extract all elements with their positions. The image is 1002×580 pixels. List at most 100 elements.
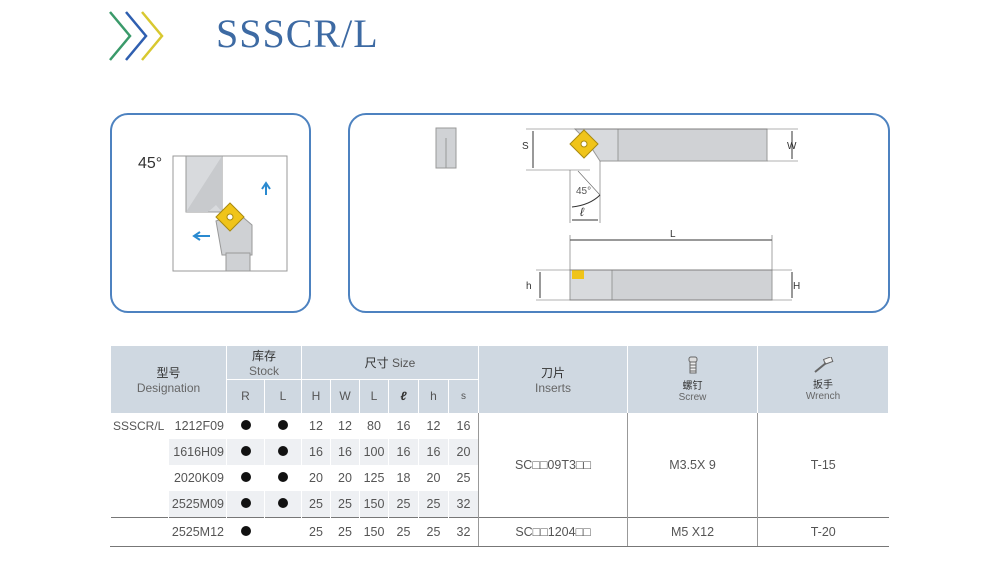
col-l-small: ℓ [388, 378, 419, 413]
dimension-diagram-panel: S W 45° ℓ L h H [348, 113, 890, 313]
wrench-cell: T-20 [757, 517, 889, 547]
size-value: 150 [359, 491, 389, 518]
size-value: 20 [448, 439, 479, 465]
in-stock-dot-icon [240, 498, 251, 508]
col-s: s [448, 378, 479, 413]
inserts-header: 刀片 Inserts [478, 346, 628, 413]
size-value: 20 [301, 465, 331, 491]
stock-r-cell [226, 465, 265, 491]
svg-text:S: S [522, 141, 529, 152]
col-H: H [301, 378, 331, 413]
specification-table: 型号 Designation 库存 Stock 尺寸 Size 刀片 Inser… [110, 346, 889, 547]
stock-l-cell [264, 517, 302, 547]
model-code: 2525M09 [168, 491, 227, 518]
application-diagram [172, 155, 288, 272]
empty-cell [110, 439, 169, 465]
stock-l-cell [264, 439, 302, 465]
angle-label: 45° [138, 155, 163, 172]
col-h: h [418, 378, 449, 413]
page-title: SSSCR/L [216, 11, 379, 56]
screw-cell: M5 X12 [627, 517, 758, 547]
size-value: 16 [418, 439, 449, 465]
size-value: 32 [448, 491, 479, 518]
size-value: 25 [330, 517, 360, 547]
feed-arrow-left-icon [192, 231, 210, 241]
screw-cn: 螺钉 [682, 381, 703, 392]
designation-en: Designation [136, 381, 201, 395]
size-value: 32 [448, 517, 479, 547]
stock-l-cell [264, 465, 302, 491]
size-value: 100 [359, 439, 389, 465]
size-value: 25 [301, 517, 331, 547]
insert-cell: SC□□1204□□ [478, 517, 628, 547]
size-value: 20 [330, 465, 360, 491]
size-cn: 尺寸 [364, 355, 389, 370]
svg-text:45°: 45° [576, 186, 591, 197]
in-stock-dot-icon [240, 420, 251, 430]
wrench-icon [814, 356, 834, 373]
size-value: 16 [448, 413, 479, 439]
in-stock-dot-icon [240, 526, 251, 536]
size-value: 125 [359, 465, 389, 491]
col-W: W [330, 378, 360, 413]
in-stock-dot-icon [278, 446, 288, 456]
size-value: 12 [330, 413, 360, 439]
size-value: 16 [388, 413, 419, 439]
in-stock-dot-icon [240, 446, 251, 456]
screw-header: 螺钉 Screw [627, 346, 758, 413]
model-code: 1616H09 [168, 439, 227, 465]
svg-text:ℓ: ℓ [580, 205, 585, 219]
in-stock-dot-icon [278, 420, 288, 430]
feed-arrow-up-icon [261, 181, 271, 195]
size-header: 尺寸 Size [301, 346, 479, 379]
svg-text:L: L [670, 229, 676, 240]
stock-en: Stock [248, 363, 279, 378]
size-value: 18 [388, 465, 419, 491]
col-L: L [359, 378, 389, 413]
in-stock-dot-icon [278, 472, 288, 482]
size-value: 25 [418, 517, 449, 547]
size-value: 16 [330, 439, 360, 465]
stock-cn: 库存 [251, 348, 276, 363]
inserts-en: Inserts [534, 381, 571, 395]
screw-icon [688, 356, 697, 374]
col-r: R [226, 378, 265, 413]
svg-text:h: h [526, 281, 532, 292]
stock-r-cell [226, 517, 265, 547]
model-code: 2020K09 [168, 465, 227, 491]
application-diagram-panel: 45° [110, 113, 311, 313]
size-value: 16 [388, 439, 419, 465]
empty-cell [110, 491, 169, 518]
size-value: 25 [418, 491, 449, 518]
size-value: 12 [418, 413, 449, 439]
stock-r-cell [226, 491, 265, 518]
stock-r-cell [226, 413, 265, 439]
size-value: 25 [301, 491, 331, 518]
in-stock-dot-icon [278, 498, 288, 508]
in-stock-dot-icon [240, 472, 251, 482]
wrench-cn: 扳手 [813, 380, 833, 391]
svg-text:W: W [787, 141, 797, 152]
size-value: 80 [359, 413, 389, 439]
model-code: 2525M12 [168, 517, 227, 547]
wrench-cell: T-15 [757, 413, 889, 518]
model-prefix: SSSCR/L [110, 413, 169, 439]
designation-cn: 型号 [156, 366, 181, 380]
screw-en: Screw [678, 392, 707, 403]
stock-header: 库存 Stock [226, 346, 302, 379]
insert-cell: SC□□09T3□□ [478, 413, 628, 518]
svg-text:H: H [793, 281, 800, 292]
size-value: 16 [301, 439, 331, 465]
size-en: Size [392, 355, 416, 370]
stock-l-cell [264, 491, 302, 518]
stock-r-cell [226, 439, 265, 465]
dimension-drawing: S W 45° ℓ L h H [435, 127, 800, 301]
col-l: L [264, 378, 302, 413]
size-value: 12 [301, 413, 331, 439]
screw-cell: M3.5X 9 [627, 413, 758, 518]
size-value: 25 [388, 491, 419, 518]
inserts-cn: 刀片 [540, 366, 565, 380]
